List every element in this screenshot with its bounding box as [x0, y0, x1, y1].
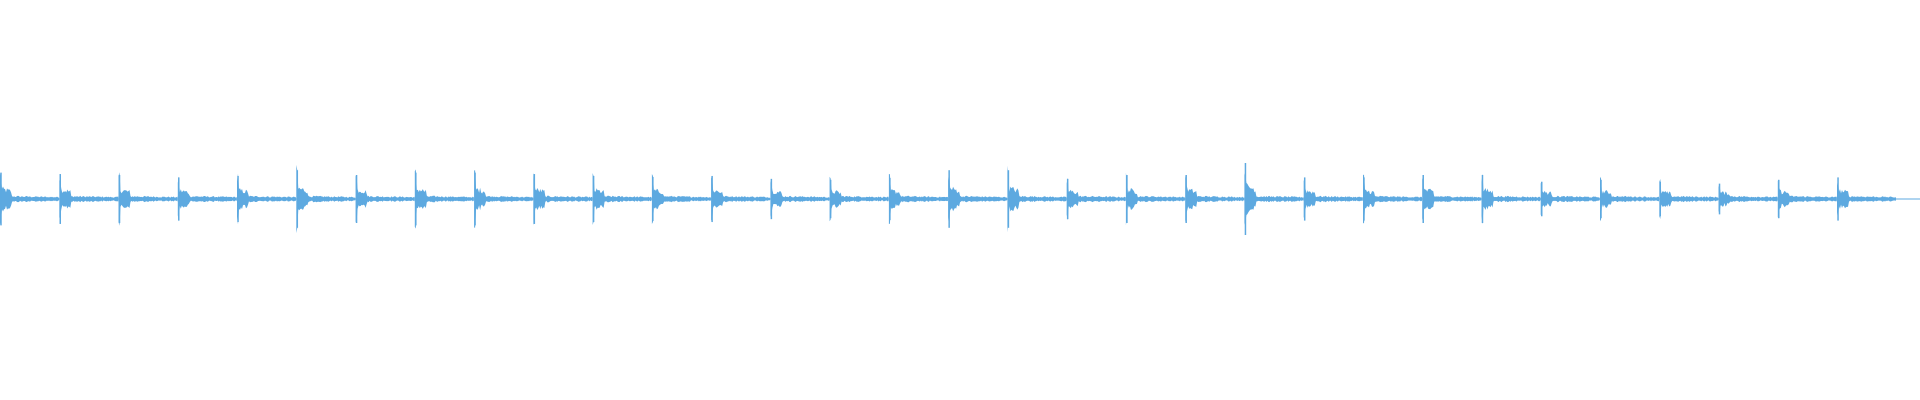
waveform-group	[0, 163, 1920, 235]
